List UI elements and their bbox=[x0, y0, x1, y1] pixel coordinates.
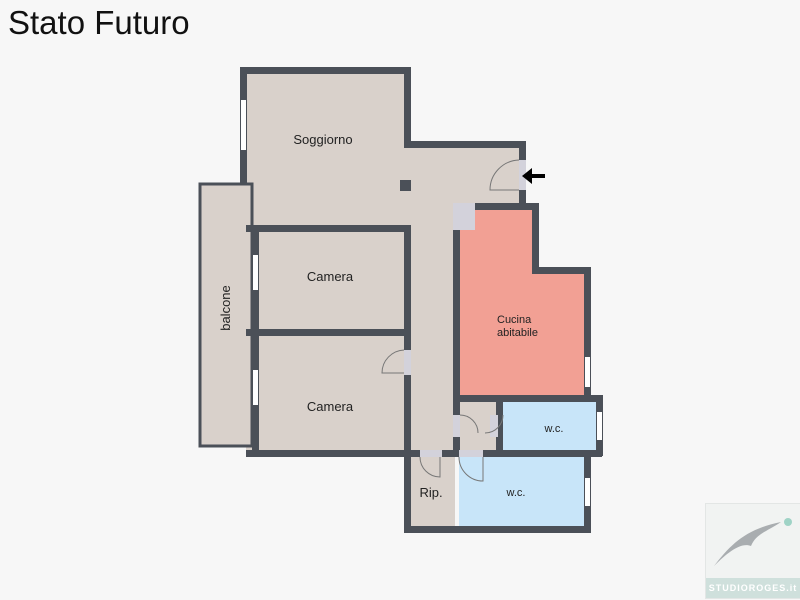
floors bbox=[198, 73, 596, 528]
entrance-floor bbox=[406, 147, 522, 207]
label-cucina-1: Cucina bbox=[497, 314, 532, 326]
wc1-floor bbox=[502, 401, 596, 450]
rip-floor bbox=[410, 455, 455, 528]
soggiorno-floor bbox=[246, 73, 406, 453]
label-cucina-2: abitabile bbox=[497, 327, 538, 339]
pillar bbox=[400, 180, 411, 191]
label-rip: Rip. bbox=[419, 485, 442, 500]
watermark-logo: STUDIOROGES.it bbox=[705, 503, 800, 599]
label-soggiorno: Soggiorno bbox=[293, 132, 352, 147]
label-wc-1: w.c. bbox=[544, 423, 564, 435]
entrance-arrow-icon bbox=[522, 168, 545, 184]
label-camera-2: Camera bbox=[307, 399, 354, 414]
cucina-floor bbox=[459, 209, 584, 395]
corridor-floor bbox=[406, 200, 456, 455]
page-title: Stato Futuro bbox=[8, 4, 190, 41]
logo-text: STUDIOROGES.it bbox=[706, 578, 800, 598]
openings bbox=[241, 100, 602, 506]
label-wc-2: w.c. bbox=[506, 487, 526, 499]
wc2-floor bbox=[459, 456, 584, 526]
label-balcone: balcone bbox=[218, 285, 233, 331]
label-camera-1: Camera bbox=[307, 269, 354, 284]
swallow-icon bbox=[714, 518, 792, 566]
